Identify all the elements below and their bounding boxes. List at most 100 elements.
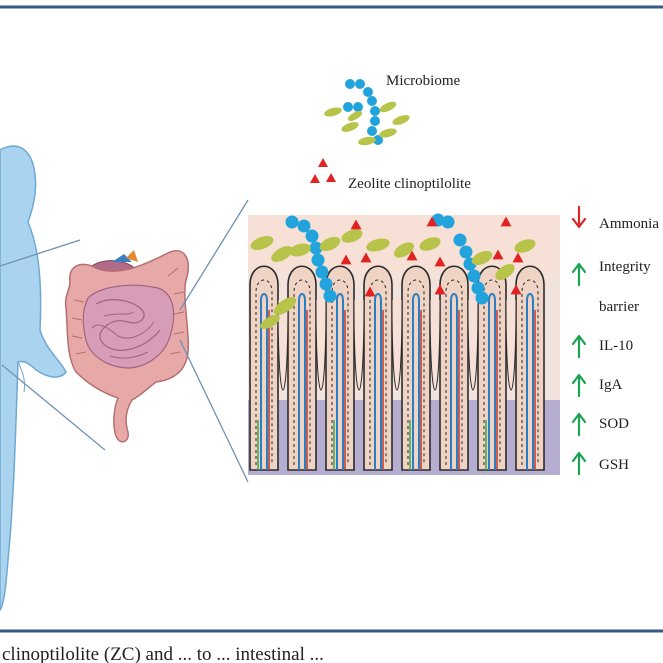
villus: [515, 265, 545, 471]
crypt: [277, 299, 289, 391]
effect-iga: IgA: [571, 373, 622, 398]
villus-vessel-blue: [374, 293, 382, 470]
villus: [439, 265, 469, 471]
crypt: [353, 299, 365, 391]
arrow-down-icon: [571, 205, 587, 229]
effect-ammonia: Ammonia: [571, 205, 659, 232]
green-microbe: [341, 122, 359, 132]
caption-text: clinoptilolite (ZC) and ... to ... intes…: [2, 644, 324, 663]
intestine-illustration: [64, 249, 190, 443]
blue-microbe: [367, 96, 377, 106]
green-microbe: [379, 101, 397, 113]
green-microbe: [347, 110, 363, 122]
crypt: [505, 299, 517, 391]
villus: [363, 265, 393, 471]
effect-il10: IL-10: [571, 334, 633, 359]
pointer-line-2: [1, 364, 106, 451]
zeolite-particle: [406, 250, 418, 261]
human-body-silhouette: [0, 145, 67, 612]
zeolite-particle: [492, 249, 504, 260]
green-microbe: [419, 237, 441, 251]
zeolite-particle: [360, 252, 372, 263]
crypt: [467, 299, 479, 391]
green-microbe: [358, 136, 376, 146]
blue-microbe: [467, 269, 481, 283]
blue-microbe: [319, 277, 333, 291]
green-microbe: [514, 239, 536, 253]
green-microbe: [392, 115, 410, 125]
crypt: [429, 299, 441, 391]
arrow-up-icon: [571, 373, 587, 398]
zeolite-particle: [500, 216, 512, 227]
villus-cell-border: [521, 279, 539, 465]
villus-cell-border: [369, 279, 387, 465]
blue-microbe: [370, 116, 380, 126]
blue-microbe: [323, 289, 337, 303]
blue-microbe: [355, 79, 365, 89]
villus: [401, 265, 431, 471]
green-microbe: [495, 264, 515, 280]
effect-barrier: barrier: [599, 299, 639, 315]
green-microbe: [379, 128, 397, 138]
intestinal-tissue-panel: [248, 213, 560, 475]
zeolite-particle: [512, 252, 524, 263]
arrow-up-icon: [571, 334, 587, 359]
effect-label: Ammonia: [599, 216, 659, 232]
crypt: [391, 299, 403, 391]
villus-cell-border: [331, 279, 349, 465]
blue-microbe: [285, 215, 299, 229]
zeolite-particle: [326, 173, 336, 182]
zoom-line-bottom: [179, 339, 249, 483]
effect-label: Integrity: [599, 259, 651, 275]
villus-vessel-blue: [298, 293, 306, 470]
effect-sod: SOD: [571, 412, 629, 437]
tissue-microbes: [250, 213, 536, 329]
blue-microbe: [353, 102, 363, 112]
villus-cell-border: [255, 279, 273, 465]
zeolite-particle: [318, 158, 328, 167]
green-microbe: [271, 246, 293, 262]
villus: [249, 265, 279, 471]
blue-microbe: [475, 291, 489, 305]
green-microbe: [394, 242, 414, 258]
blue-microbe: [471, 281, 485, 295]
arrow-up-icon: [571, 262, 587, 287]
blue-microbe: [370, 106, 380, 116]
blue-microbe: [343, 102, 353, 112]
arrow-up-icon: [571, 412, 587, 437]
microbiome-legend-graphic: [324, 79, 410, 146]
green-microbe: [250, 236, 274, 250]
villi-group: [249, 265, 545, 471]
crypt: [315, 299, 327, 391]
zeolite-label: Zeolite clinoptilolite: [348, 176, 471, 192]
zeolite-particle: [510, 284, 522, 295]
zeolite-particle: [350, 219, 362, 230]
green-microbe: [289, 243, 311, 257]
blue-microbe: [311, 253, 325, 267]
effects-list: Ammonia Integrity barrier IL-10 IgA SOD …: [571, 205, 659, 476]
villus-vessel-blue: [450, 293, 458, 470]
effect-label: barrier: [599, 299, 639, 315]
tissue-zeolite-particles: [340, 216, 524, 297]
blue-microbe: [373, 135, 383, 145]
blue-microbe: [305, 229, 319, 243]
villus-cell-border: [407, 279, 425, 465]
zeolite-particle: [434, 284, 446, 295]
green-microbe: [273, 297, 297, 315]
blue-microbe: [441, 215, 455, 229]
effect-label: IL-10: [599, 338, 633, 354]
villus-vessel-blue: [336, 293, 344, 470]
blue-microbe: [345, 79, 355, 89]
green-microbe: [341, 229, 363, 243]
villus-cell-border: [483, 279, 501, 465]
villus-vessel-blue: [488, 293, 496, 470]
blue-microbe: [315, 265, 329, 279]
villus-vessel-blue: [412, 293, 420, 470]
villus: [287, 265, 317, 471]
green-microbe: [260, 315, 280, 329]
blue-microbe: [367, 126, 377, 136]
zeolite-particle: [426, 216, 438, 227]
villus-vessel-blue: [260, 293, 268, 470]
effect-gsh: GSH: [571, 451, 629, 476]
